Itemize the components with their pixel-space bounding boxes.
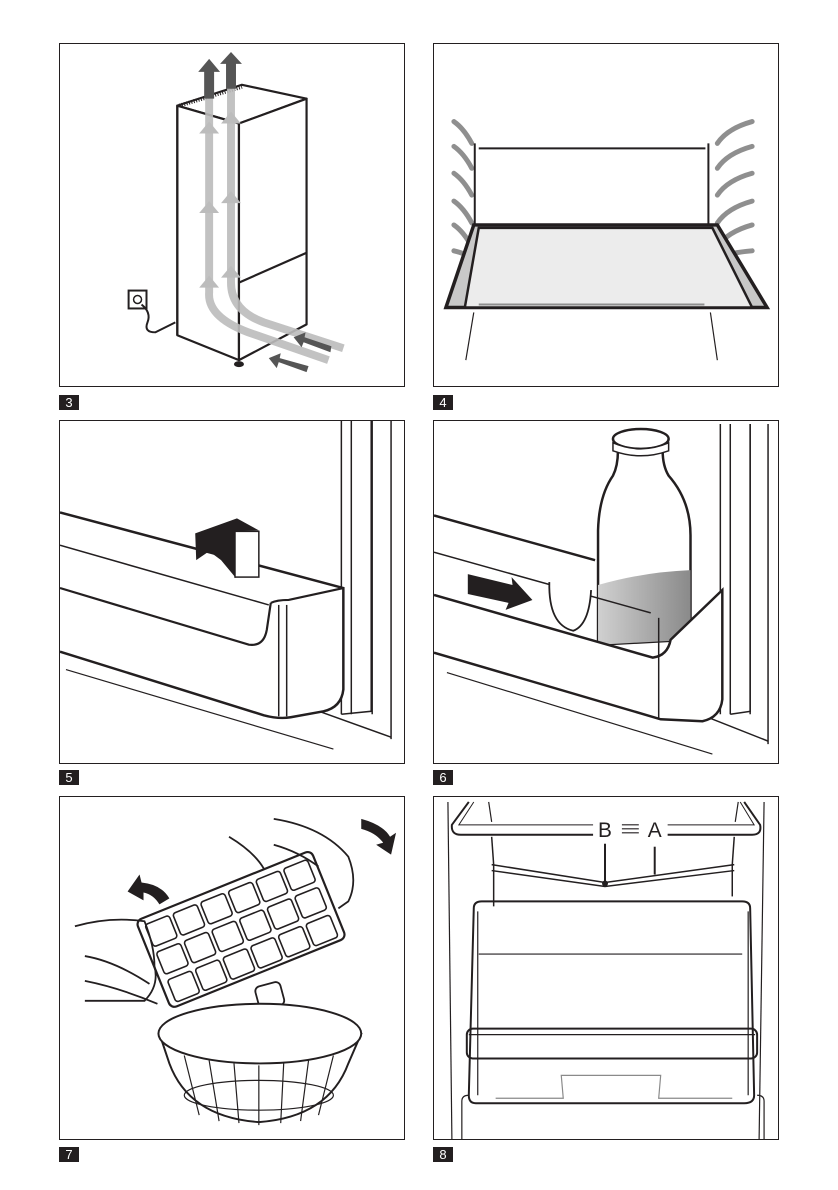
figure-7-panel	[59, 796, 405, 1140]
callout-label-b: B	[598, 819, 612, 842]
crisper-drawer-illustration: B A	[434, 797, 778, 1139]
rotate-arrow-left-icon	[128, 875, 170, 905]
drawer-cover-plate	[492, 865, 735, 883]
figure-number-label: 4	[433, 395, 453, 410]
refrigerator-ventilation-illustration	[60, 44, 404, 386]
ice-tray-illustration	[60, 797, 404, 1139]
figure-6-panel	[433, 420, 779, 764]
rotate-arrow-right-icon	[361, 819, 396, 855]
ice-tray	[136, 850, 347, 1008]
figure-number-label: 7	[59, 1147, 79, 1162]
bottle-holder-illustration	[434, 421, 778, 763]
glass-bowl	[158, 1004, 361, 1125]
glass-shelf-illustration	[434, 44, 778, 386]
figure-4-panel	[433, 43, 779, 387]
fridge-front	[239, 99, 307, 360]
bottle-holder-clip	[549, 582, 591, 631]
figure-number-label: 3	[59, 395, 79, 410]
slide-arrow-icon	[468, 574, 533, 610]
figure-8-panel: B A	[433, 796, 779, 1140]
figure-3-panel	[59, 43, 405, 387]
shelf-glass	[465, 228, 752, 308]
figure-number-label: 6	[433, 770, 453, 785]
intake-arrow-lower	[269, 353, 309, 372]
power-cord	[142, 304, 176, 332]
callout-label-a: A	[648, 819, 662, 842]
figure-5-panel	[59, 420, 405, 764]
crisper-drawer	[467, 901, 757, 1103]
exhaust-arrow-right	[220, 52, 242, 89]
figure-number-label: 5	[59, 770, 79, 785]
figure-number-label: 8	[433, 1147, 453, 1162]
door-shelf-removal-illustration	[60, 421, 404, 763]
